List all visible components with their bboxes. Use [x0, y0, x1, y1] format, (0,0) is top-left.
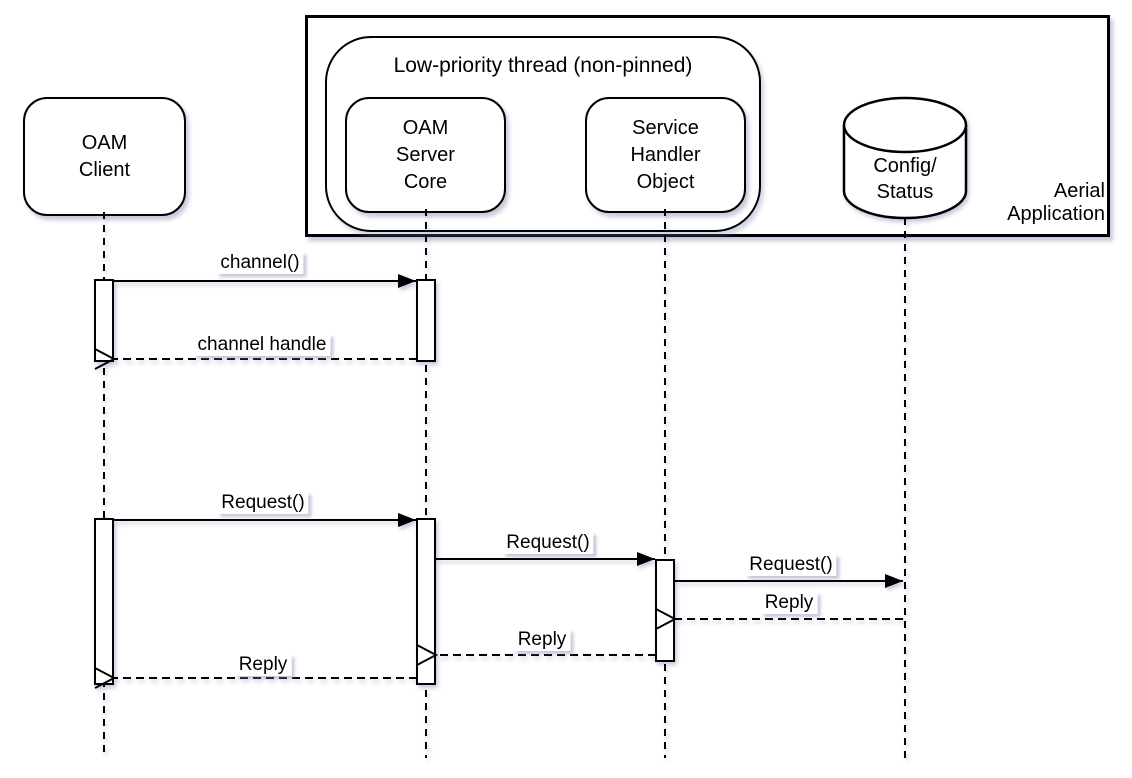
participant-oam-client-line1: OAM	[81, 131, 128, 154]
message-label-request-3: Request()	[745, 554, 837, 576]
message-label-reply-2: Reply	[513, 629, 571, 651]
participant-service-handler-line3: Object	[636, 170, 695, 193]
participant-config-status-label: Config/ Status	[845, 153, 965, 205]
participant-config-status-line1: Config/	[873, 155, 937, 177]
aerial-application-label-line2: Application	[1007, 202, 1105, 225]
aerial-application-label-line1: Aerial	[1053, 180, 1105, 202]
activation-oam-client-1	[94, 279, 114, 362]
cylinder-top	[842, 96, 968, 154]
message-label-reply-1: Reply	[760, 592, 818, 614]
participant-oam-client-line2: Client	[78, 158, 131, 181]
activation-oam-client-2	[94, 518, 114, 685]
config-status-cylinder	[842, 96, 968, 220]
participant-service-handler-line1: Service	[632, 116, 699, 139]
participant-oam-server-core: OAM Server Core	[345, 97, 506, 213]
thread-group-label: Low-priority thread (non-pinned)	[393, 54, 693, 77]
activation-oam-server-core-1	[416, 279, 436, 362]
participant-oam-server-core-line2: Server	[396, 143, 455, 166]
message-label-channel-handle: channel handle	[193, 334, 331, 356]
message-label-channel: channel()	[216, 252, 304, 274]
participant-oam-server-core-line1: OAM	[402, 116, 449, 139]
message-label-reply-3: Reply	[234, 654, 292, 676]
participant-oam-server-core-line3: Core	[403, 170, 448, 193]
aerial-application-label: Aerial Application	[900, 180, 1105, 225]
activation-oam-server-core-2	[416, 518, 436, 685]
participant-service-handler-object: Service Handler Object	[585, 97, 746, 213]
participant-service-handler-line2: Handler	[630, 143, 701, 166]
message-label-request-1: Request()	[217, 492, 309, 514]
message-label-request-2: Request()	[502, 532, 594, 554]
activation-service-handler	[655, 559, 675, 662]
participant-config-status-line2: Status	[876, 181, 934, 203]
